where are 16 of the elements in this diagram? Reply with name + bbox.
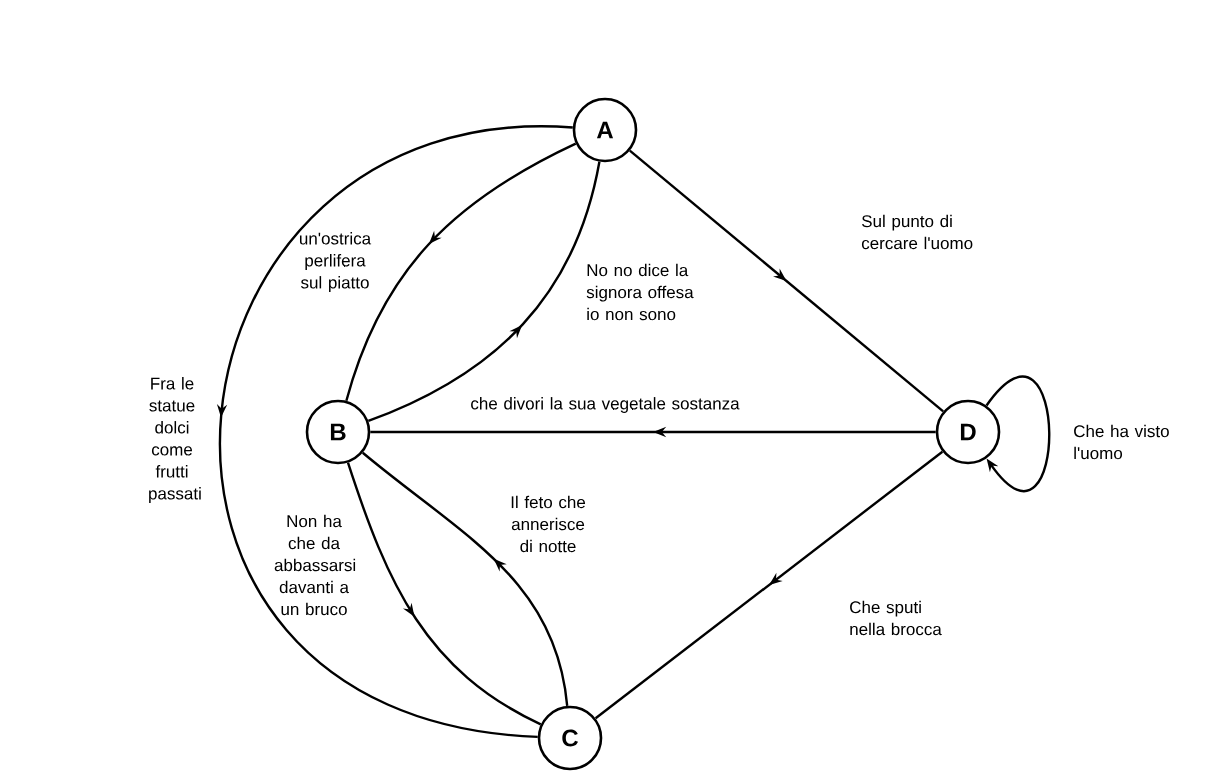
arrow [367,161,601,423]
edge-label: Fra le statue dolci come frutti passati [149,377,201,503]
edge-label: Il feto che annerisce di notte [511,495,586,553]
arrow [594,450,944,720]
edge-label: Non ha che da abbassarsi davanti a un bruco [274,514,356,616]
edge-label: un'ostrica perlifera sul piatto [300,232,372,292]
arrow [629,149,944,413]
edge-label: No no dice la signora offesa io non sono [586,263,694,321]
arrow [985,375,1051,492]
arrow [345,142,577,402]
edge-label: Sul punto di cercare l'uomo [861,214,973,250]
arrow [362,451,569,706]
edge-label: Che ha visto l'uomo [1074,424,1169,460]
arrow [346,462,542,726]
edge-label: che divori la sua vegetale sostanza [471,397,740,413]
edge-label: Che sputi nella brocca [850,600,942,636]
